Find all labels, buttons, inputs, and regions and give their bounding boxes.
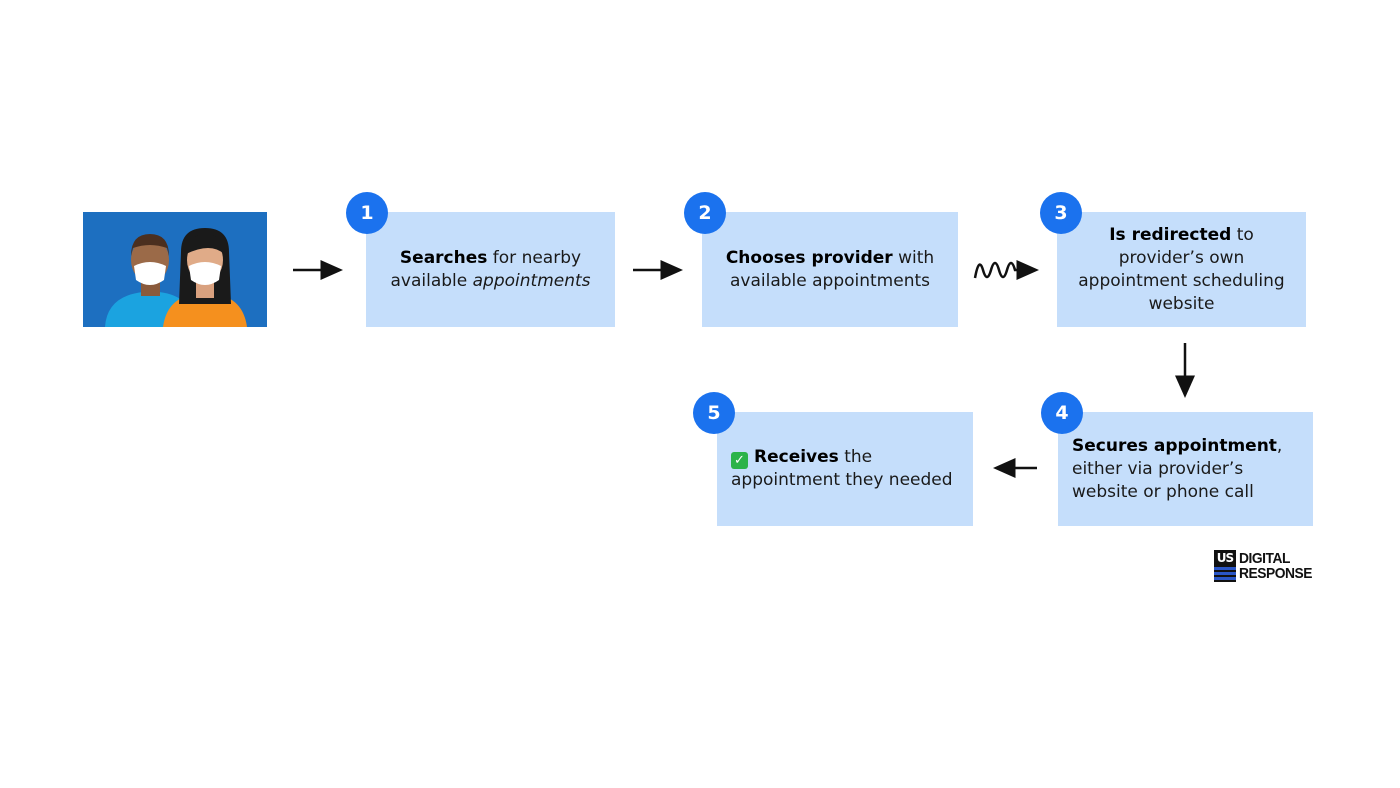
logo-mark: US [1214, 549, 1236, 582]
logo-line-1: DIGITAL [1239, 549, 1290, 567]
step-5-bold: Receives [754, 447, 839, 467]
step-3-text: Is redirected to provider’s own appointm… [1071, 224, 1292, 316]
people-icon [105, 228, 247, 327]
masked-people-illustration [83, 212, 267, 327]
step-4-body: , either via provider’s website or phone… [1072, 435, 1283, 502]
step-5-body: the appointment they needed [731, 447, 953, 490]
step-1-text: Searches for nearby available appointmen… [380, 247, 601, 293]
step-4-text: Secures appointment, either via provider… [1072, 435, 1299, 504]
step-2-text: Chooses provider with available appointm… [716, 247, 944, 293]
step-3-body: to provider’s own appointment scheduling… [1078, 224, 1285, 314]
step-1-badge: 1 [346, 192, 388, 234]
step-1-italic: appointments [472, 270, 591, 291]
logo-line-2: RESPONSE [1239, 564, 1313, 582]
step-1-box: Searches for nearby available appointmen… [366, 212, 615, 327]
step-2-badge: 2 [684, 192, 726, 234]
logo-wordmark: DIGITAL RESPONSE [1239, 551, 1312, 581]
step-2-box: Chooses provider with available appointm… [702, 212, 958, 327]
us-digital-response-logo: US DIGITAL RESPONSE [1214, 549, 1314, 582]
wavy-arrow-step2-to-step3 [973, 260, 1039, 280]
check-mark-icon: ✓ [731, 452, 748, 469]
step-3-box: Is redirected to provider’s own appointm… [1057, 212, 1306, 327]
step-3-bold: Is redirected [1109, 224, 1232, 245]
step-3-badge: 3 [1040, 192, 1082, 234]
step-5-box: ✓ Receives the appointment they needed [717, 412, 973, 526]
step-4-box: Secures appointment, either via provider… [1058, 412, 1313, 526]
step-1-bold: Searches [399, 247, 488, 268]
step-5-badge: 5 [693, 392, 735, 434]
logo-us: US [1216, 550, 1234, 565]
step-4-bold: Secures appointment [1072, 435, 1277, 456]
step-2-bold: Chooses provider [725, 247, 893, 268]
step-4-badge: 4 [1041, 392, 1083, 434]
step-5-text: ✓ Receives the appointment they needed [731, 446, 959, 492]
step-2-body: with available appointments [729, 247, 935, 291]
logo-stripes [1214, 566, 1236, 581]
step-1-body: for nearby available [390, 247, 582, 291]
